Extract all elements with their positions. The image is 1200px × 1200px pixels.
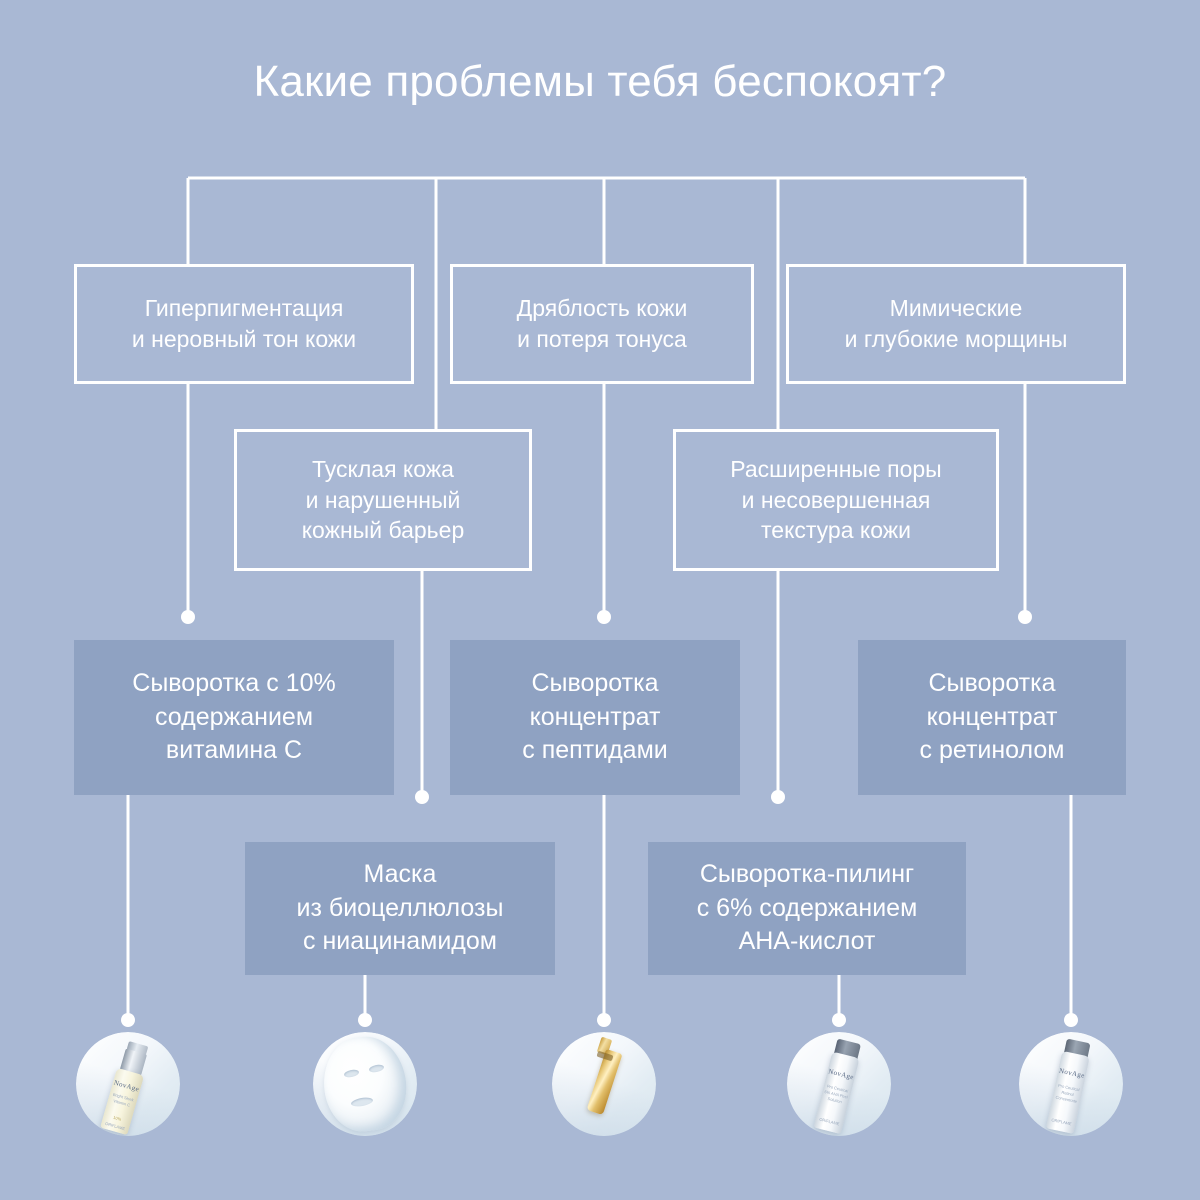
product-label-peptides: Сыворотка концентрат с пептидами (522, 668, 668, 765)
product-photo-mask[interactable] (313, 1032, 417, 1136)
product-photo-peptides[interactable] (552, 1032, 656, 1136)
problem-box-hyperpigmentation[interactable]: Гиперпигментация и неровный тон кожи (74, 264, 414, 384)
product-box-aha-peel[interactable]: Сыворотка-пилинг с 6% содержанием AHA-ки… (648, 842, 966, 975)
product-label-mask: Маска из биоцеллюлозы с ниацинамидом (296, 859, 504, 956)
problem-label-laxity: Дряблость кожи и потеря тонуса (516, 295, 688, 352)
problem-box-dullness[interactable]: Тусклая кожа и нарушенный кожный барьер (234, 429, 532, 571)
product-box-vitamin-c[interactable]: Сыворотка с 10% содержанием витамина C (74, 640, 394, 795)
problem-label-dullness: Тусклая кожа и нарушенный кожный барьер (301, 456, 465, 544)
problem-box-pores[interactable]: Расширенные поры и несовершенная текстур… (673, 429, 999, 571)
product-label-vitamin-c: Сыворотка с 10% содержанием витамина C (132, 668, 336, 765)
product-box-retinol[interactable]: Сыворотка концентрат с ретинолом (858, 640, 1126, 795)
problem-label-wrinkles: Мимические и глубокие морщины (844, 295, 1068, 352)
problem-box-laxity[interactable]: Дряблость кожи и потеря тонуса (450, 264, 754, 384)
product-box-peptides[interactable]: Сыворотка концентрат с пептидами (450, 640, 740, 795)
problem-box-wrinkles[interactable]: Мимические и глубокие морщины (786, 264, 1126, 384)
product-box-mask[interactable]: Маска из биоцеллюлозы с ниацинамидом (245, 842, 555, 975)
problem-label-hyperpigmentation: Гиперпигментация и неровный тон кожи (131, 295, 357, 352)
product-label-aha-peel: Сыворотка-пилинг с 6% содержанием AHA-ки… (696, 859, 918, 956)
problem-label-pores: Расширенные поры и несовершенная текстур… (730, 456, 942, 544)
product-label-retinol: Сыворотка концентрат с ретинолом (919, 668, 1065, 765)
page-title: Какие проблемы тебя беспокоят? (253, 57, 947, 106)
